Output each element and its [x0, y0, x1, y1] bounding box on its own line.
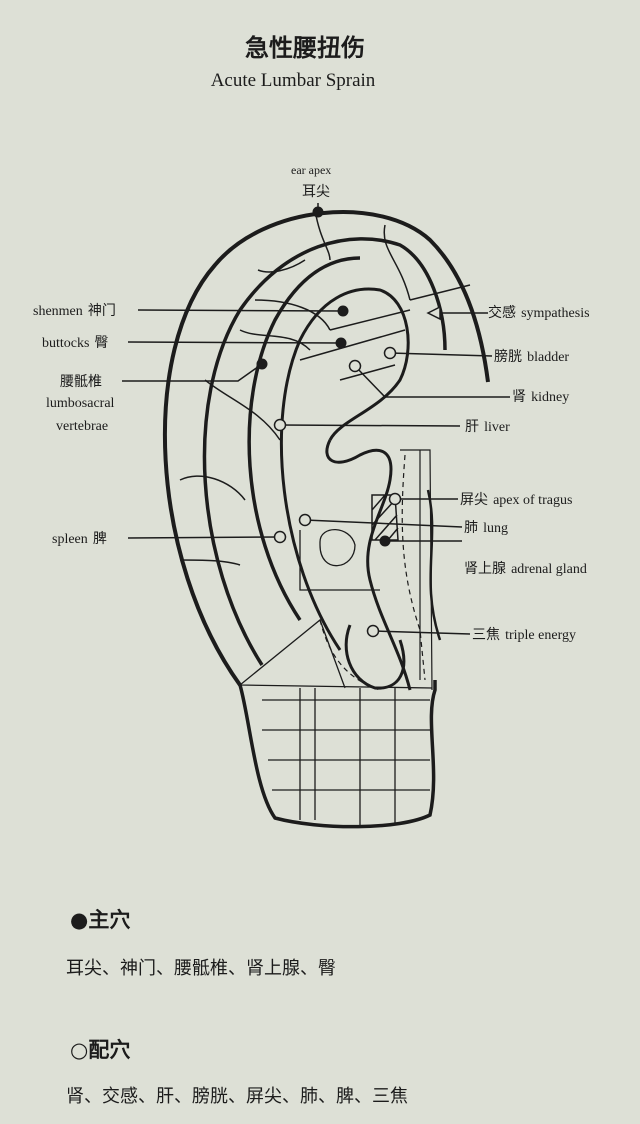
- label-lumbosacral-cn: 腰骶椎: [60, 374, 102, 390]
- main-points-list: 耳尖、神门、腰骶椎、肾上腺、臀: [66, 958, 336, 979]
- label-adrenal: 肾上腺 adrenal gland: [464, 558, 587, 578]
- label-cn: 三焦: [472, 627, 500, 643]
- main-points-heading: ●主穴: [70, 908, 131, 932]
- label-en: triple energy: [505, 628, 576, 643]
- label-cn: 臀: [94, 335, 109, 351]
- liver-point: [273, 418, 287, 432]
- label-en: apex of tragus: [493, 493, 573, 508]
- label-cn: 交感: [488, 305, 516, 321]
- title-chinese: 急性腰扭伤: [245, 34, 365, 62]
- apex-tragus-point: [388, 492, 402, 506]
- sympathesis-triangle-icon: [426, 305, 441, 321]
- label-en: sympathesis: [521, 306, 590, 321]
- label-kidney: 肾 kidney: [512, 386, 569, 406]
- secondary-points-heading: ○配穴: [70, 1038, 131, 1062]
- label-cn: 肝: [465, 419, 479, 435]
- label-en: buttocks: [42, 336, 90, 351]
- label-spleen: spleen 脾: [52, 528, 107, 548]
- label-triple-energy: 三焦 triple energy: [472, 624, 576, 644]
- label-cn: 肾: [512, 389, 526, 405]
- buttocks-point: [335, 337, 347, 349]
- bladder-point: [383, 346, 397, 360]
- secondary-points-list: 肾、交感、肝、膀胱、屏尖、肺、脾、三焦: [66, 1086, 408, 1107]
- leader-lines: [122, 203, 510, 635]
- ear-apex-point: [312, 206, 324, 218]
- triple-energy-point: [366, 624, 380, 638]
- kidney-point: [348, 359, 362, 373]
- label-shenmen: shenmen 神门: [33, 300, 116, 320]
- label-cn: 膀胱: [494, 349, 522, 365]
- label-cn: 屏尖: [460, 492, 488, 508]
- label-en: adrenal gland: [511, 562, 587, 577]
- label-en: liver: [484, 420, 510, 435]
- label-en: bladder: [527, 350, 570, 365]
- label-cn: 肾上腺: [464, 561, 506, 577]
- label-apex-tragus: 屏尖 apex of tragus: [460, 489, 572, 509]
- ear-lobe: [238, 680, 437, 829]
- label-en: shenmen: [33, 304, 83, 319]
- label-lumbosacral-en2: vertebrae: [56, 419, 109, 434]
- antihelix: [202, 237, 447, 666]
- lung-point: [298, 513, 312, 527]
- label-en: lung: [483, 521, 508, 536]
- label-cn: 肺: [464, 520, 478, 536]
- label-buttocks: buttocks 臀: [42, 332, 109, 352]
- label-en: kidney: [531, 390, 570, 405]
- title-english: Acute Lumbar Sprain: [210, 70, 376, 91]
- label-en: spleen: [52, 532, 88, 547]
- label-ear-apex-cn: 耳尖: [302, 184, 330, 200]
- label-cn: 神门: [87, 303, 116, 319]
- shenmen-point: [337, 305, 349, 317]
- label-lumbosacral-en1: lumbosacral: [46, 396, 115, 411]
- label-sympathesis: 交感 sympathesis: [488, 302, 590, 322]
- label-lung: 肺 lung: [464, 517, 508, 537]
- adrenal-point: [379, 535, 391, 547]
- label-ear-apex-en: ear apex: [291, 163, 332, 177]
- label-liver: 肝 liver: [465, 416, 510, 436]
- label-cn: 脾: [92, 531, 107, 547]
- tragus-hatch: [371, 494, 399, 541]
- lumbosacral-point: [256, 358, 268, 370]
- spleen-point: [273, 530, 287, 544]
- ear-outline: [162, 210, 490, 687]
- label-bladder: 膀胱 bladder: [494, 346, 569, 366]
